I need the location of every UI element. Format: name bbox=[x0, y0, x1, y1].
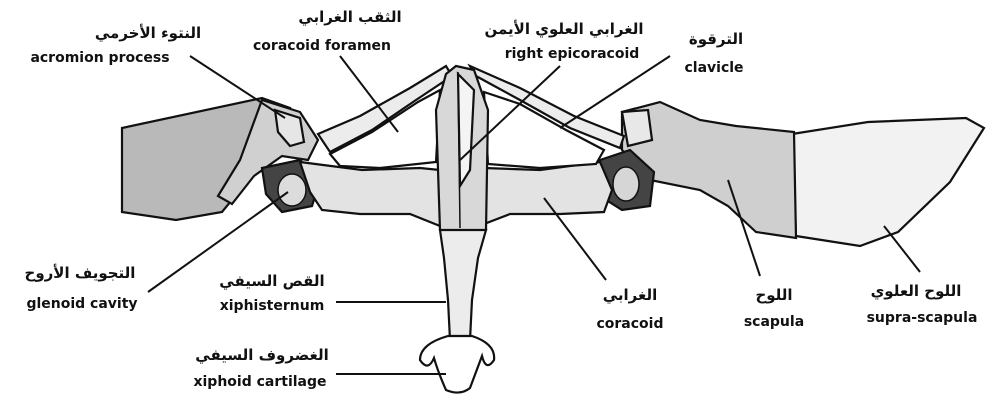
label-xiphoid-cartilage-en: xiphoid cartilage bbox=[193, 374, 326, 390]
left-glenoid-highlight bbox=[278, 174, 306, 206]
right-suprascapula bbox=[792, 118, 984, 246]
label-right-epicoracoid-en: right epicoracoid bbox=[505, 46, 640, 62]
label-coracoid-ar: الغرابي bbox=[603, 286, 658, 304]
label-right-epicoracoid-ar: الغرابي العلوي الأيمن bbox=[485, 20, 644, 39]
label-coracoid-en: coracoid bbox=[596, 316, 663, 332]
label-xiphoid-cartilage-ar: الغضروف السيفي bbox=[195, 346, 328, 364]
label-acromion-en: acromion process bbox=[30, 50, 169, 66]
label-glenoid-cavity-ar: التجويف الأروح bbox=[25, 264, 136, 282]
label-coracoid-foramen-ar: الثقب الغرابي bbox=[298, 8, 401, 26]
xiphisternum bbox=[440, 230, 486, 340]
label-acromion-ar: النتوء الأخرمي bbox=[95, 24, 201, 42]
right-glenoid-highlight bbox=[613, 167, 639, 201]
label-xiphisternum-en: xiphisternum bbox=[220, 298, 325, 314]
label-scapula-ar: اللوح bbox=[755, 286, 792, 304]
left-coracoid bbox=[300, 162, 440, 226]
label-supra-scapula-en: supra-scapula bbox=[867, 310, 978, 326]
label-coracoid-foramen-en: coracoid foramen bbox=[253, 38, 391, 54]
xiphoid-cartilage bbox=[420, 336, 494, 393]
label-supra-scapula-ar: اللوح العلوي bbox=[871, 282, 962, 301]
label-glenoid-cavity-en: glenoid cavity bbox=[26, 296, 137, 312]
label-clavicle-en: clavicle bbox=[684, 60, 743, 76]
label-xiphisternum-ar: القص السيفي bbox=[219, 272, 324, 290]
right-acromion bbox=[622, 110, 652, 146]
right-coracoid bbox=[484, 162, 612, 224]
label-scapula-en: scapula bbox=[744, 314, 804, 330]
label-clavicle-ar: الترقوة bbox=[689, 30, 743, 48]
leader-supra-scapula bbox=[884, 226, 920, 272]
